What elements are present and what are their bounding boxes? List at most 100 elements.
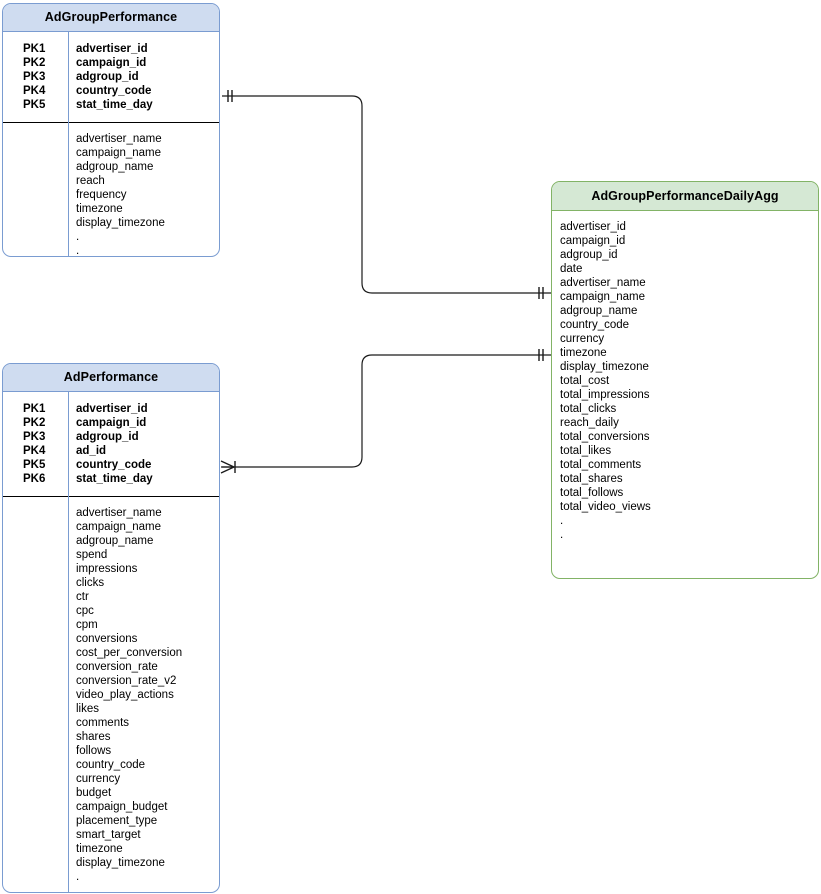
entity-ad-group-performance-daily-agg[interactable]: AdGroupPerformanceDailyAgg advertiser_id… <box>551 181 819 579</box>
attribute: video_play_actions <box>76 689 174 701</box>
attribute: display_timezone <box>560 361 649 373</box>
attribute: timezone <box>76 203 123 215</box>
attribute: . <box>76 245 80 257</box>
attribute: total_shares <box>560 473 623 485</box>
primary-key-section: PK1 PK2 PK3 PK4 PK5 PK6 advertiser_id ca… <box>3 392 219 486</box>
attribute: spend <box>76 549 108 561</box>
attribute: cost_per_conversion <box>76 647 183 659</box>
pk-field: adgroup_id <box>76 71 139 83</box>
pk-field: stat_time_day <box>76 473 153 485</box>
entity-title-ad-group-performance: AdGroupPerformance <box>3 4 219 32</box>
entity-title-ad-performance: AdPerformance <box>3 364 219 392</box>
attribute: timezone <box>560 347 607 359</box>
attribute: total_comments <box>560 459 642 471</box>
attribute: total_video_views <box>560 501 651 513</box>
attribute: currency <box>560 333 605 345</box>
pk-label-column: PK1 PK2 PK3 PK4 PK5 <box>3 42 68 112</box>
pk-label: PK4 <box>23 445 46 457</box>
attribute: shares <box>76 731 111 743</box>
pk-attribute-separator <box>3 122 219 123</box>
entity-ad-group-performance[interactable]: AdGroupPerformance PK1 PK2 PK3 PK4 PK5 a… <box>2 3 220 257</box>
attribute: date <box>560 263 583 275</box>
pk-field: country_code <box>76 459 152 471</box>
attribute: adgroup_name <box>560 305 638 317</box>
pk-label-column: PK1 PK2 PK3 PK4 PK5 PK6 <box>3 402 68 486</box>
relationship-line <box>222 95 551 294</box>
attribute: total_likes <box>560 445 612 457</box>
pk-field: advertiser_id <box>76 403 148 415</box>
attribute: campaign_name <box>76 521 162 533</box>
attribute: total_conversions <box>560 431 650 443</box>
pk-label: PK2 <box>23 57 46 69</box>
attribute: country_code <box>76 759 146 771</box>
attribute: campaign_name <box>76 147 162 159</box>
pk-field: advertiser_id <box>76 43 148 55</box>
attribute: advertiser_name <box>560 277 646 289</box>
attribute: frequency <box>76 189 127 201</box>
pk-field: adgroup_id <box>76 431 139 443</box>
attribute: advertiser_name <box>76 133 162 145</box>
attribute: cpm <box>76 619 98 631</box>
attribute: campaign_id <box>560 235 626 247</box>
cardinality-crows-foot-icon <box>220 460 235 474</box>
entity-body-ad-group-performance: PK1 PK2 PK3 PK4 PK5 advertiser_id campai… <box>3 32 219 257</box>
attribute-gutter <box>3 506 68 892</box>
attribute-column: advertiser_name campaign_name adgroup_na… <box>68 506 219 893</box>
attribute: campaign_budget <box>76 801 168 813</box>
attribute: . <box>76 871 80 883</box>
attribute: reach <box>76 175 105 187</box>
pk-field: ad_id <box>76 445 107 457</box>
pk-label: PK3 <box>23 71 46 83</box>
attribute: comments <box>76 717 130 729</box>
pk-field: country_code <box>76 85 152 97</box>
relationship-line <box>222 354 551 468</box>
attribute: . <box>76 885 80 893</box>
pk-label: PK5 <box>23 459 46 471</box>
attribute: budget <box>76 787 112 799</box>
pk-label: PK4 <box>23 85 46 97</box>
attribute: . <box>560 529 564 541</box>
pk-label: PK6 <box>23 473 46 485</box>
attribute: currency <box>76 773 121 785</box>
attribute: total_impressions <box>560 389 650 401</box>
entity-ad-performance[interactable]: AdPerformance PK1 PK2 PK3 PK4 PK5 PK6 ad… <box>2 363 220 893</box>
attribute: total_follows <box>560 487 624 499</box>
attribute: adgroup_id <box>560 249 618 261</box>
pk-label: PK3 <box>23 431 46 443</box>
attribute: advertiser_id <box>560 221 626 233</box>
pk-label: PK5 <box>23 99 46 111</box>
attribute-column: advertiser_name campaign_name adgroup_na… <box>68 132 219 257</box>
attribute: placement_type <box>76 815 158 827</box>
attribute: conversion_rate <box>76 661 158 673</box>
pk-column-divider <box>68 392 69 892</box>
entity-body-ad-performance: PK1 PK2 PK3 PK4 PK5 PK6 advertiser_id ca… <box>3 392 219 893</box>
attribute: cpc <box>76 605 94 617</box>
pk-label: PK1 <box>23 403 46 415</box>
attribute: adgroup_name <box>76 161 154 173</box>
attribute: total_clicks <box>560 403 617 415</box>
attribute: conversions <box>76 633 138 645</box>
attribute: ctr <box>76 591 89 603</box>
attribute: display_timezone <box>76 217 165 229</box>
relationship-adgroup-to-agg[interactable] <box>222 90 551 299</box>
attribute: smart_target <box>76 829 141 841</box>
pk-attribute-separator <box>3 496 219 497</box>
attribute: total_cost <box>560 375 610 387</box>
attribute-section: advertiser_name campaign_name adgroup_na… <box>3 123 219 257</box>
attribute: clicks <box>76 577 105 589</box>
attribute: campaign_name <box>560 291 646 303</box>
pk-field: campaign_id <box>76 417 147 429</box>
attribute: adgroup_name <box>76 535 154 547</box>
attribute-section: advertiser_name campaign_name adgroup_na… <box>3 497 219 893</box>
attribute: follows <box>76 745 112 757</box>
attribute: reach_daily <box>560 417 619 429</box>
relationship-ad-to-agg[interactable] <box>220 349 551 474</box>
attribute: . <box>76 231 80 243</box>
pk-field-column: advertiser_id campaign_id adgroup_id cou… <box>68 42 219 112</box>
attribute: . <box>560 515 564 527</box>
pk-label: PK2 <box>23 417 46 429</box>
primary-key-section: PK1 PK2 PK3 PK4 PK5 advertiser_id campai… <box>3 32 219 112</box>
attribute: display_timezone <box>76 857 165 869</box>
attribute-gutter <box>3 132 68 256</box>
